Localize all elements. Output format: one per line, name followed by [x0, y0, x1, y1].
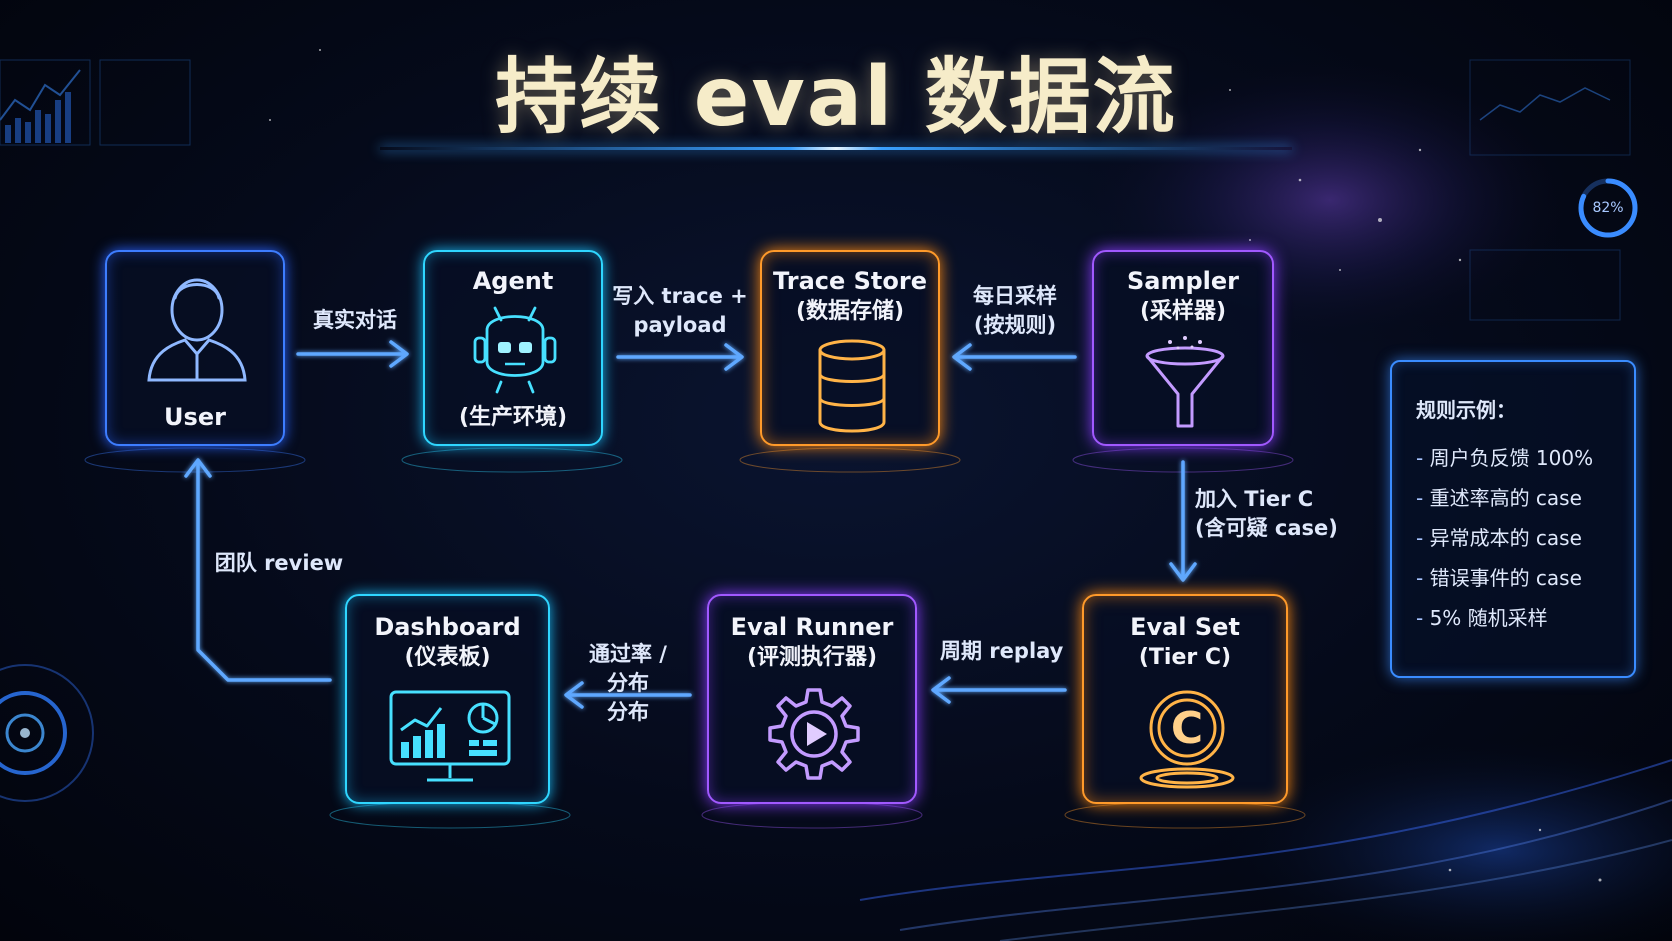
rule-item: 错误事件的 case	[1416, 558, 1593, 598]
edge-label-write-trace: 写入 trace + payload	[612, 284, 748, 337]
node-dashboard[interactable]: Dashboard (仪表板)	[345, 594, 550, 804]
rules-panel: 规则示例： 周户负反馈 100% 重述率高的 case 异常成本的 case 错…	[1390, 360, 1636, 678]
node-sampler-label: Sampler	[1126, 267, 1239, 295]
edge-label-pass-rate: 通过率 / 分布 分布	[589, 642, 667, 724]
node-agent-label: Agent	[472, 267, 554, 295]
edge-label-team-review: 团队 review	[214, 551, 344, 575]
node-eval-runner-sublabel: (评测执行器)	[746, 645, 878, 670]
tier-c-coin-icon	[1139, 690, 1235, 789]
edge-label-periodic-replay: 周期 replay	[940, 639, 1064, 663]
node-eval-set-label: Eval Set	[1130, 613, 1240, 641]
node-sampler[interactable]: Sampler (采样器)	[1092, 250, 1274, 446]
ring-gauge-value: 82%	[1592, 200, 1624, 216]
user-icon	[147, 278, 247, 382]
node-eval-runner-label: Eval Runner	[730, 613, 894, 641]
gear-play-icon	[768, 688, 860, 780]
node-sampler-sublabel: (采样器)	[1139, 299, 1227, 324]
node-eval-set-sublabel: (Tier C)	[1138, 645, 1232, 670]
rule-item: 重述率高的 case	[1416, 478, 1593, 518]
arrow-sampler-to-eval-set	[1169, 460, 1197, 582]
arrow-user-to-agent	[296, 340, 409, 368]
node-user[interactable]: User	[105, 250, 285, 446]
title-underline	[380, 147, 1292, 150]
rule-item: 异常成本的 case	[1416, 518, 1593, 558]
edge-label-add-tier-c: 加入 Tier C (含可疑 case)	[1195, 487, 1338, 540]
tier-c-badge-letter: C	[1170, 703, 1204, 754]
ring-gauge-graphic	[1578, 178, 1638, 238]
funnel-icon	[1145, 336, 1225, 428]
rule-item: 周户负反馈 100%	[1416, 438, 1594, 478]
node-trace-store-label: Trace Store	[773, 267, 927, 295]
page-title: 持续 eval 数据流	[495, 50, 1177, 145]
rule-item: 5% 随机采样	[1416, 598, 1593, 638]
database-icon	[818, 339, 886, 433]
progress-ring-gauge: 82%	[1574, 174, 1642, 242]
node-dashboard-sublabel: (仪表板)	[404, 645, 491, 670]
robot-head-icon	[473, 306, 557, 394]
node-trace-store-sublabel: (数据存储)	[795, 299, 905, 324]
arrow-eval-set-to-runner	[931, 676, 1067, 704]
node-eval-set[interactable]: Eval Set (Tier C) C	[1082, 594, 1288, 804]
node-trace-store[interactable]: Trace Store (数据存储)	[760, 250, 940, 446]
edge-label-daily-sampling: 每日采样 (按规则)	[973, 284, 1057, 337]
edge-label-real-conversation: 真实对话	[313, 308, 397, 332]
rules-panel-title: 规则示例：	[1416, 398, 1516, 422]
rules-list: 周户负反馈 100% 重述率高的 case 异常成本的 case 错误事件的 c…	[1416, 438, 1594, 638]
node-eval-runner[interactable]: Eval Runner (评测执行器)	[707, 594, 917, 804]
node-agent-sublabel: (生产环境)	[458, 405, 568, 430]
dashboard-monitor-icon	[389, 690, 511, 782]
node-user-label: User	[164, 403, 226, 431]
node-dashboard-label: Dashboard	[374, 613, 521, 641]
arrow-agent-to-trace-store	[616, 343, 744, 371]
node-agent[interactable]: Agent (生产环境)	[423, 250, 603, 446]
arrow-sampler-to-trace-store	[952, 343, 1077, 371]
